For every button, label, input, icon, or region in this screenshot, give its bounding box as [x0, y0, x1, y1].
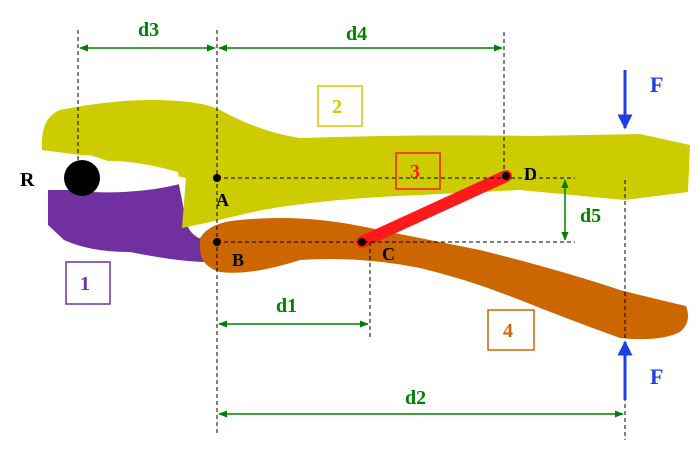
label-a: A	[216, 190, 229, 210]
part-2-box	[317, 85, 363, 127]
point-b	[213, 238, 221, 246]
label-f-top: F	[650, 72, 663, 97]
label-d4: d4	[346, 23, 367, 45]
label-d: D	[524, 164, 537, 184]
label-b: B	[232, 250, 244, 270]
point-d	[502, 172, 510, 180]
label-d3: d3	[138, 19, 159, 41]
label-f-bottom: F	[650, 364, 663, 389]
jaw-opening	[90, 160, 180, 193]
label-d2: d2	[405, 387, 426, 409]
pin-r	[64, 160, 100, 196]
joint-points	[213, 172, 510, 246]
label-c: C	[382, 244, 395, 264]
dimension-lines	[79, 44, 624, 418]
part-2-number: 2	[332, 96, 342, 118]
point-a	[213, 174, 221, 182]
label-r: R	[20, 169, 35, 191]
point-c	[358, 238, 366, 246]
part-3-box	[395, 152, 441, 190]
part-1-number: 1	[80, 273, 90, 295]
part-3-link	[356, 170, 512, 248]
label-d5: d5	[580, 205, 601, 227]
part-4-box	[487, 309, 535, 351]
part-3-number: 3	[410, 161, 420, 183]
part-1-box	[65, 261, 111, 305]
part-4-lower-handle	[200, 218, 688, 340]
part-2-upper-handle	[41, 100, 691, 228]
part-1-lower-jaw	[48, 180, 214, 262]
part-4-number: 4	[503, 320, 513, 342]
label-d1: d1	[276, 295, 297, 317]
